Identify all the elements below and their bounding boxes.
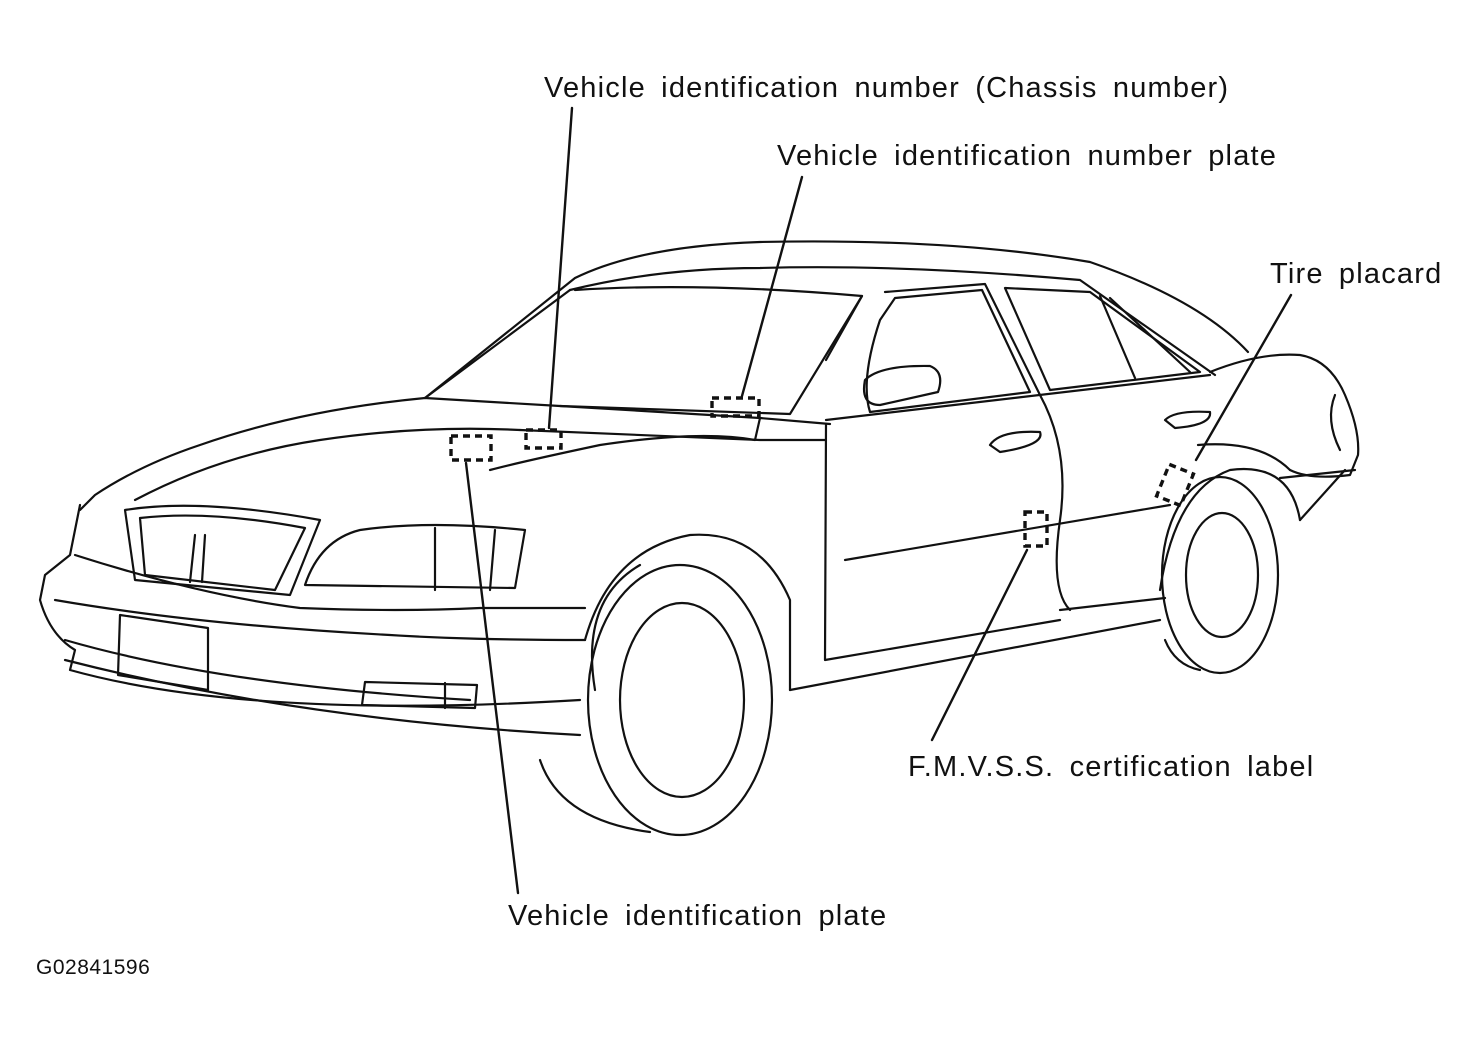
fmvss-label-leader bbox=[930, 548, 1029, 742]
vin-plate-label: Vehicle identification number plate bbox=[777, 140, 1278, 172]
vin-plate-leader bbox=[740, 175, 804, 398]
location-markers bbox=[449, 396, 1196, 548]
leader-lines bbox=[464, 106, 1293, 895]
vin-chassis-marker bbox=[524, 428, 563, 450]
vin-chassis-label: Vehicle identification number (Chassis n… bbox=[544, 72, 1230, 104]
fmvss-label-marker bbox=[1023, 510, 1049, 548]
tire-placard-marker bbox=[1154, 462, 1196, 508]
tire-placard-label: Tire placard bbox=[1270, 258, 1443, 290]
vehicle-id-plate-leader bbox=[464, 461, 520, 895]
figure-code: G02841596 bbox=[36, 956, 151, 979]
tire-placard-leader bbox=[1194, 293, 1293, 462]
vehicle-id-plate-marker bbox=[449, 434, 493, 462]
fmvss-label-label: F.M.V.S.S. certification label bbox=[908, 751, 1315, 783]
vin-chassis-leader bbox=[547, 106, 574, 430]
vehicle-id-plate-label: Vehicle identification plate bbox=[508, 900, 888, 932]
car-body bbox=[38, 240, 1360, 837]
vin-plate-marker bbox=[710, 396, 761, 418]
